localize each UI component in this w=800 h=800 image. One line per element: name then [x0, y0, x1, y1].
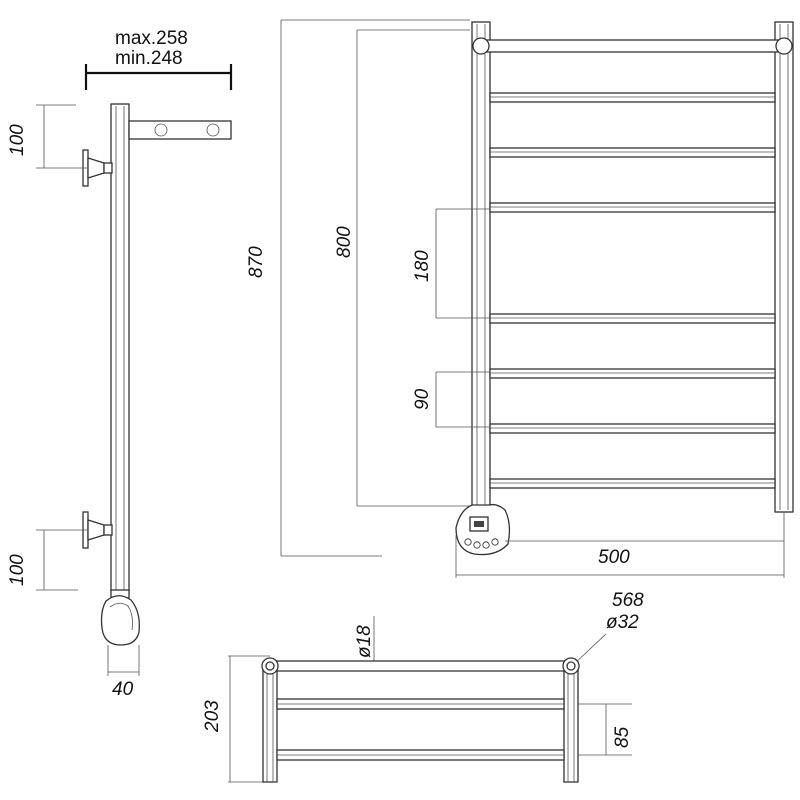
depth-max-label: max.258	[115, 28, 188, 49]
large-gap-label: 180	[412, 250, 433, 282]
depth-label: 203	[202, 700, 223, 733]
heater-display-icon	[469, 516, 489, 532]
overall-width-label: 568	[612, 590, 644, 611]
heater-button-1	[464, 538, 472, 546]
side-view: max.258 min.248 100 100	[7, 28, 233, 700]
side-heater	[100, 595, 140, 646]
rail-diameter-label: ø18	[354, 625, 375, 658]
top-view-rail	[269, 660, 572, 672]
top-view: ø18 568 ø32 203 85	[202, 590, 644, 783]
front-top-rail	[480, 39, 785, 53]
front-heater	[455, 503, 511, 556]
top-left-joint	[472, 37, 490, 55]
heater-button-3	[482, 541, 490, 549]
side-top-arm	[128, 120, 232, 140]
width-label: 500	[598, 547, 630, 568]
side-post	[110, 103, 130, 593]
heater-button-4	[491, 538, 499, 546]
front-right-post	[774, 21, 794, 513]
center-height-label: 800	[334, 226, 355, 258]
top-left-post	[262, 661, 278, 783]
small-gap-label: 90	[412, 388, 433, 410]
rail-gap-label: 85	[612, 726, 633, 748]
top-right-post	[563, 661, 579, 783]
heater-button-2	[473, 541, 481, 549]
front-view: 870 800 180 9	[246, 19, 794, 578]
top-right-joint	[775, 37, 793, 55]
mount-bottom-label: 100	[7, 554, 28, 586]
mount-top-label: 100	[7, 124, 28, 156]
heater-depth-label: 40	[112, 679, 134, 700]
depth-min-label: min.248	[115, 48, 183, 69]
total-height-label: 870	[246, 246, 267, 278]
crossbars	[489, 92, 776, 489]
front-left-post	[471, 21, 491, 513]
post-diameter-label: ø32	[606, 612, 639, 633]
